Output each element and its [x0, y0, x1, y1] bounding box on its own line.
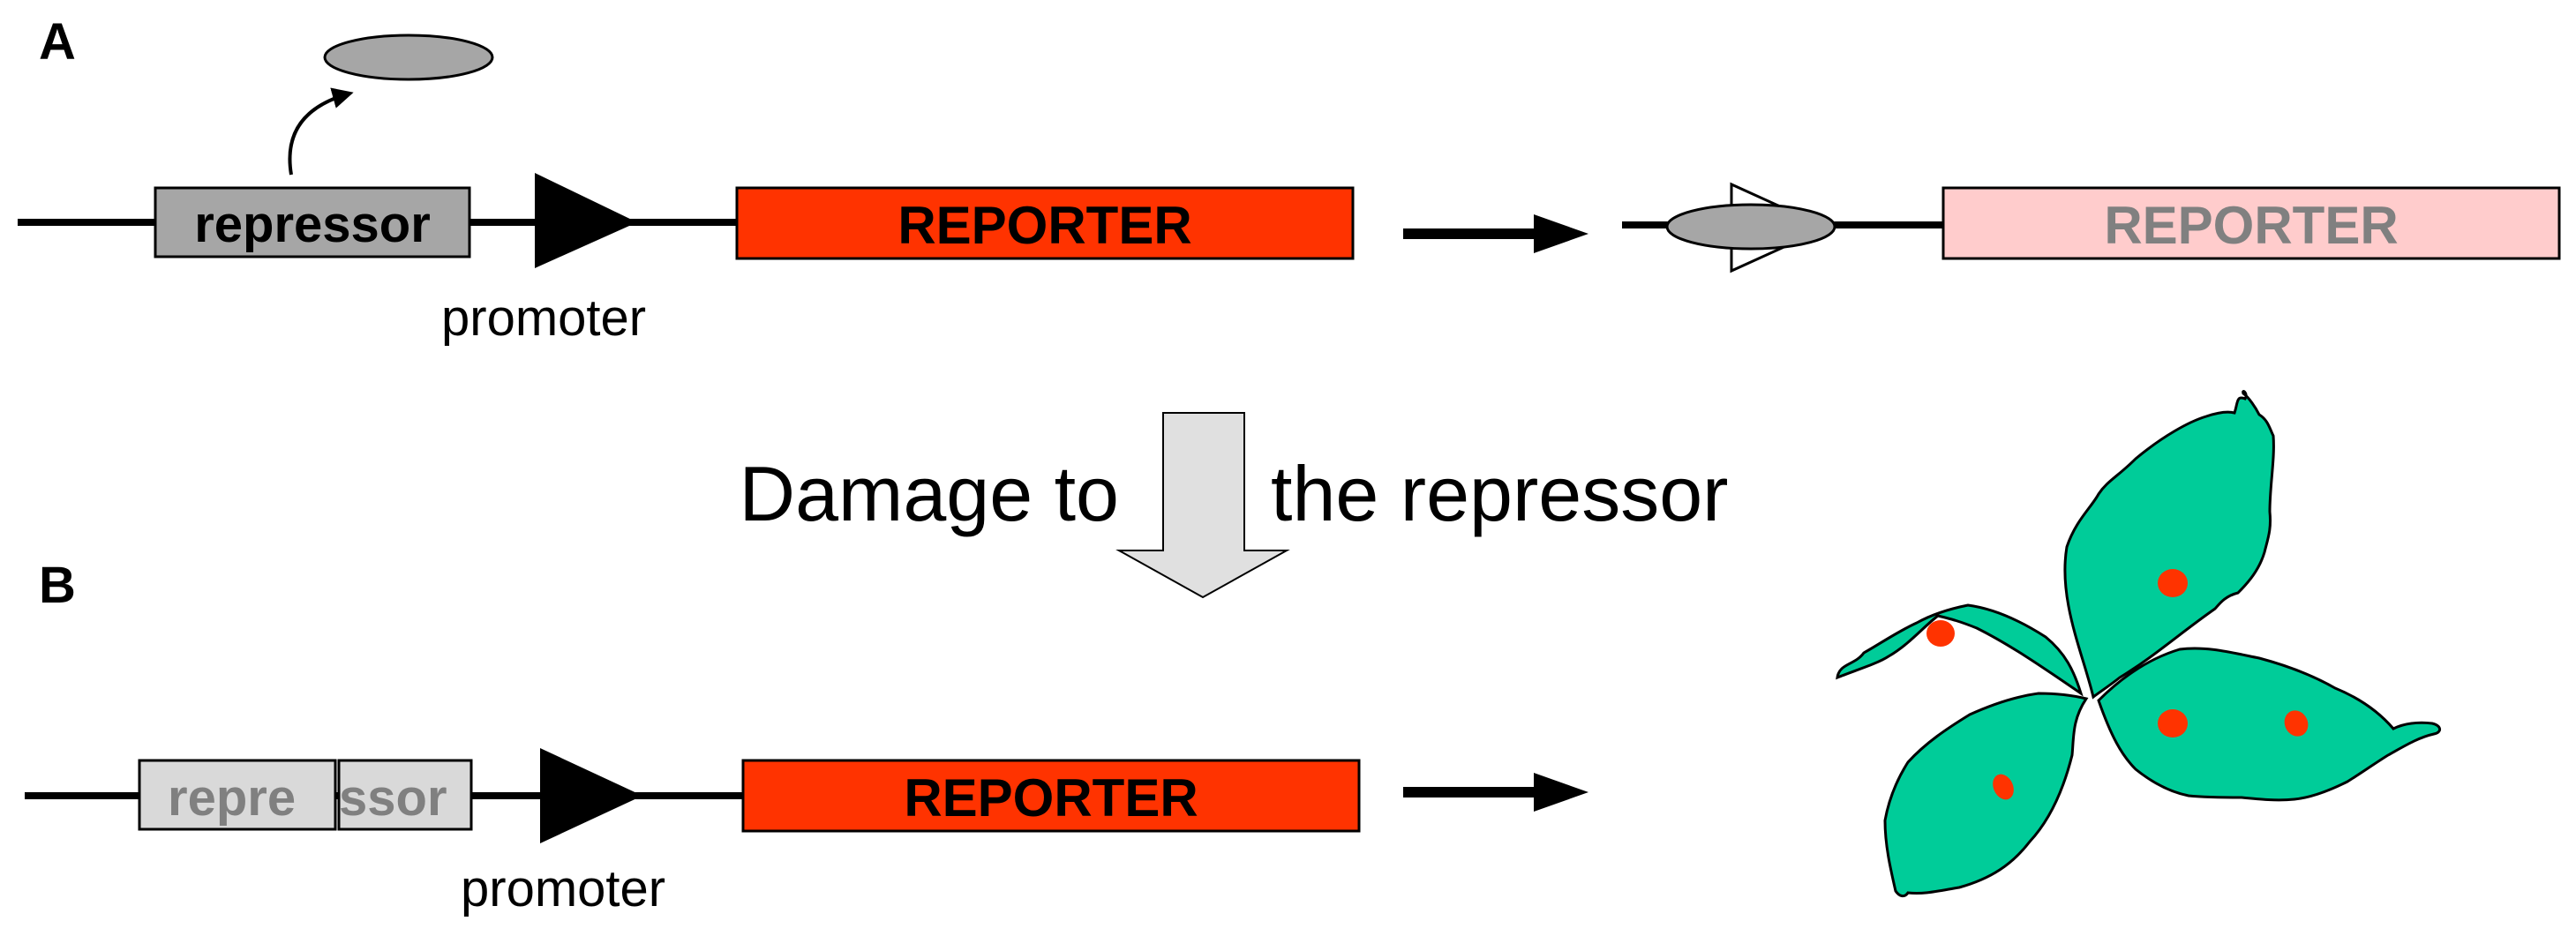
bound-repressor-protein: [1665, 203, 1836, 251]
leaf-right: [2097, 647, 2441, 802]
down-block-arrow: [1115, 412, 1290, 599]
damaged-repressor-gene: repre ssor: [138, 759, 473, 831]
leaf-left: [1836, 603, 2084, 697]
damage-text-right: the repressor: [1271, 450, 1728, 537]
plant-illustration: [1836, 390, 2441, 898]
panel-a-repressed-construct: REPORTER: [1622, 182, 2561, 273]
reporter-gene-box: [735, 186, 1355, 260]
promoter-label: promoter: [441, 289, 646, 347]
reporter-gene-label-b: REPORTER: [904, 768, 1198, 827]
panel-b-construct: repre ssor promoter REPORTER: [25, 748, 1361, 917]
panel-label-b: B: [39, 557, 76, 614]
reporter-spot: [1926, 620, 1955, 647]
panel-a-construct: repressor promoter REPORTER: [18, 34, 1355, 347]
panel-label-a: A: [39, 13, 76, 71]
reporter-spot: [2284, 710, 2309, 737]
leaf-top: [2063, 390, 2275, 700]
repressor-protein: [323, 34, 494, 81]
damaged-repressor-part1-box: [138, 759, 337, 831]
repressed-reporter-label: REPORTER: [2104, 196, 2398, 255]
panel-b-result-arrow: [1403, 773, 1588, 812]
leaf-bottom: [1883, 692, 2089, 898]
expression-curved-arrow: [288, 87, 354, 176]
promoter-triangle: [535, 173, 637, 268]
panel-a-result-arrow: [1403, 214, 1588, 253]
reporter-gene-box-b: [741, 759, 1361, 833]
repressor-gene-box: [154, 186, 471, 258]
damaged-repressor-part2-label: ssor: [339, 769, 447, 827]
reporter-spot: [2158, 569, 2188, 597]
reporter-spot: [2158, 709, 2188, 738]
reporter-expression-spots: [1926, 569, 2309, 800]
damaged-repressor-part2-box: [337, 759, 473, 831]
damaged-repressor-part1-label: repre: [168, 769, 296, 827]
promoter-triangle-b: [540, 748, 642, 843]
repressor-gene-label: repressor: [194, 196, 431, 253]
reporter-gene-label: REPORTER: [897, 196, 1191, 255]
repressed-reporter-box: [1941, 186, 2561, 260]
reporter-spot: [1993, 774, 2014, 800]
promoter-label-b: promoter: [461, 860, 665, 917]
damage-text-left: Damage to: [740, 450, 1119, 537]
